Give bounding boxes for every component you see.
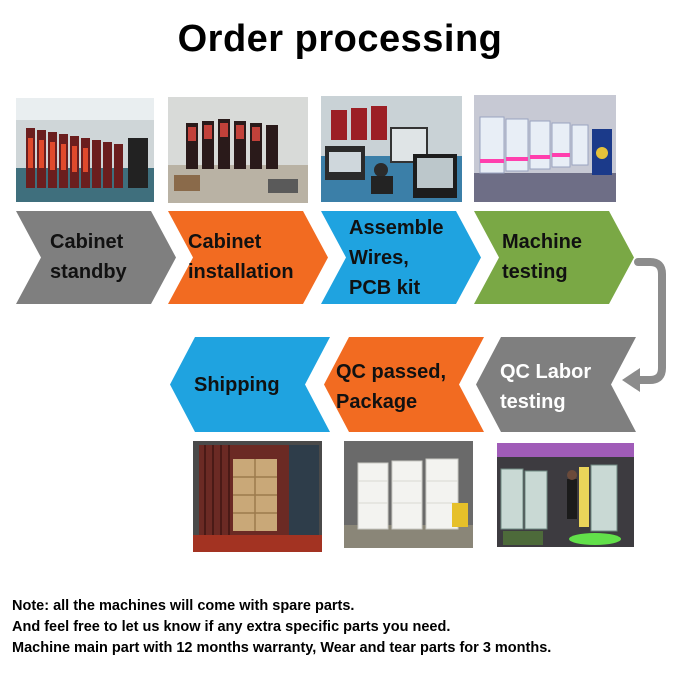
- step-shipping: Shipping: [170, 337, 330, 432]
- step-label-line: PCB kit: [349, 277, 421, 299]
- step-label: QC Labor testing: [500, 357, 591, 417]
- step-qc-labor-testing-shape: [476, 337, 636, 432]
- note-line: Machine main part with 12 months warrant…: [12, 640, 552, 656]
- step-label: Cabinet standby: [50, 227, 127, 287]
- step-label-line: QC passed,: [336, 361, 447, 383]
- step-label: Machine testing: [502, 227, 582, 287]
- step-label-line: testing: [500, 391, 566, 413]
- qc-labor-testing-photo: [497, 443, 634, 547]
- step-qc-passed-shape: [324, 337, 484, 432]
- step-assemble-wires-shape: [321, 211, 481, 304]
- machine-testing-photo: [474, 95, 616, 202]
- step-label: Cabinet installation: [188, 227, 294, 287]
- assemble-wires-photo: [321, 96, 462, 202]
- step-cabinet-standby-shape: [16, 211, 176, 304]
- step-machine-testing-shape: [474, 211, 634, 304]
- step-label-line: Machine: [502, 231, 583, 253]
- step-assemble-wires: Assemble Wires, PCB kit: [321, 211, 481, 304]
- cabinet-standby-photo: [16, 98, 154, 202]
- cabinet-installation-photo: [168, 97, 308, 203]
- notes-block: Note: all the machines will come with sp…: [12, 596, 551, 659]
- page-title: Order processing: [177, 18, 503, 60]
- step-label-line: Wires,: [349, 247, 409, 269]
- step-label-line: Cabinet: [188, 231, 262, 253]
- packaged-machines-photo: [344, 441, 473, 548]
- step-qc-labor-testing: QC Labor testing: [476, 337, 636, 432]
- step-cabinet-installation-shape: [168, 211, 328, 304]
- step-label-line: testing: [502, 261, 568, 283]
- step-cabinet-standby: Cabinet standby: [16, 211, 176, 304]
- step-label-line: Assemble: [349, 217, 444, 239]
- step-label-line: standby: [50, 261, 127, 283]
- step-machine-testing: Machine testing: [474, 211, 634, 304]
- step-label: Shipping: [194, 370, 280, 400]
- step-label-line: QC Labor: [500, 361, 592, 383]
- note-line: Note: all the machines will come with sp…: [12, 598, 355, 614]
- step-label-line: Shipping: [194, 374, 280, 396]
- shipping-container-photo: [193, 441, 322, 552]
- step-label-line: Package: [336, 391, 418, 413]
- step-label: Assemble Wires, PCB kit: [349, 213, 444, 303]
- step-qc-passed: QC passed, Package: [324, 337, 484, 432]
- note-line: And feel free to let us know if any extr…: [12, 619, 451, 635]
- step-label: QC passed, Package: [336, 357, 446, 417]
- step-label-line: Cabinet: [50, 231, 124, 253]
- step-label-line: installation: [188, 261, 294, 283]
- step-shipping-shape: [170, 337, 330, 432]
- step-cabinet-installation: Cabinet installation: [168, 211, 328, 304]
